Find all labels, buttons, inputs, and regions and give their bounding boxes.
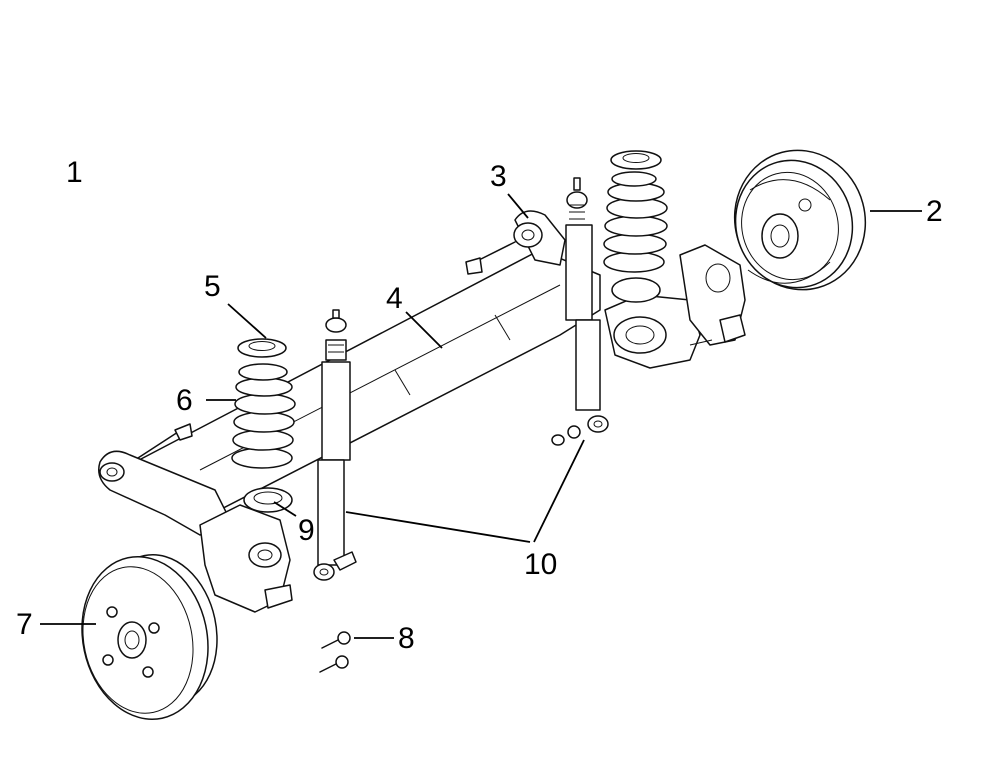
right-shock-absorber: [551, 177, 609, 446]
callout-8: 8: [398, 622, 415, 655]
callout-10: 10: [524, 548, 557, 581]
left-spring-seat: [237, 338, 287, 358]
callout-6: 6: [176, 384, 193, 417]
hub-bolt-upper: [321, 631, 351, 649]
callout-3: 3: [490, 160, 507, 193]
left-coil-spring: [231, 363, 296, 469]
callout-1: 1: [66, 156, 83, 189]
right-spring-seat: [610, 150, 662, 170]
left-mounting-bolt: [137, 423, 193, 459]
callout-5: 5: [204, 270, 221, 303]
callout-4: 4: [386, 282, 403, 315]
left-shock-absorber: [313, 309, 357, 581]
right-spring-pad: [611, 277, 661, 303]
right-hub-bracket: [604, 244, 746, 369]
right-brake-assembly: [733, 149, 867, 291]
callout-9: 9: [298, 514, 315, 547]
left-brake-drum: [81, 554, 218, 720]
callout-7: 7: [16, 608, 33, 641]
leader-lines: [40, 193, 922, 639]
callout-2: 2: [926, 195, 943, 228]
right-trailing-arm: [513, 210, 566, 266]
right-coil-spring: [603, 171, 668, 273]
left-hub-bracket: [199, 504, 293, 613]
hub-bolt-lower: [319, 655, 349, 673]
right-mounting-bolt: [465, 241, 516, 275]
